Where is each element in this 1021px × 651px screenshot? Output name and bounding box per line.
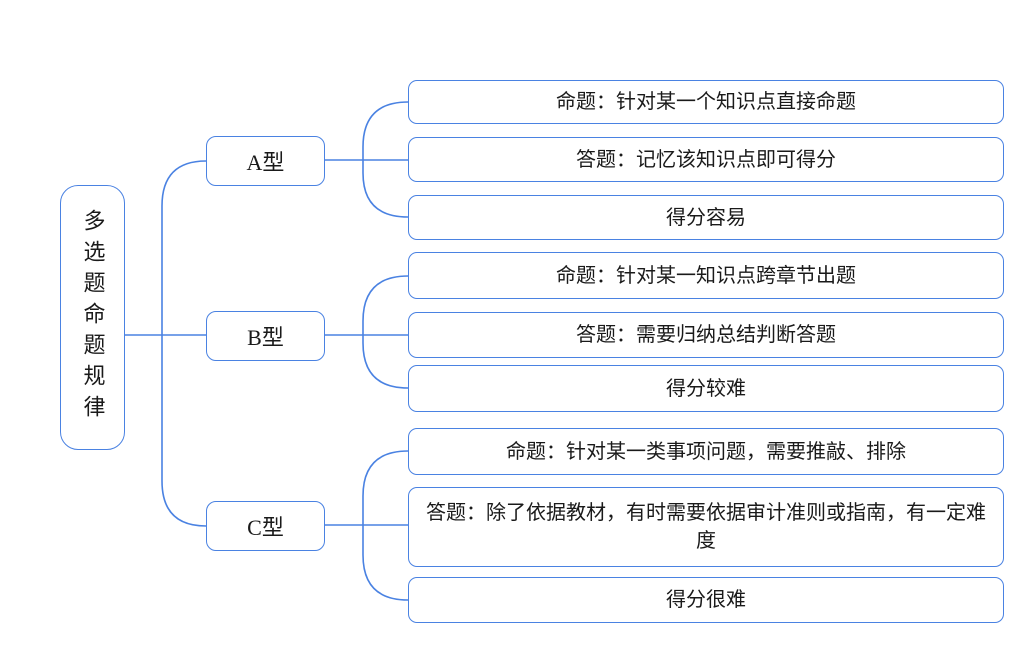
leaf-b-answering: 答题：需要归纳总结判断答题: [408, 312, 1004, 358]
leaf-b-scoring-text: 得分较难: [666, 377, 746, 400]
leaf-a-proposition-text: 命题：针对某一个知识点直接命题: [556, 91, 856, 113]
branch-c-label: C型: [247, 515, 284, 540]
connector-c-trunk: [362, 450, 409, 601]
leaf-b-proposition: 命题：针对某一知识点跨章节出题: [408, 252, 1004, 299]
leaf-a-scoring-text: 得分容易: [666, 206, 746, 229]
leaf-a-answering-text: 答题：记忆该知识点即可得分: [576, 148, 836, 171]
leaf-b-scoring: 得分较难: [408, 365, 1004, 412]
leaf-c-proposition: 命题：针对某一类事项问题，需要推敲、排除: [408, 428, 1004, 475]
connector-b-trunk: [362, 275, 409, 389]
connector-root-trunk: [161, 160, 207, 527]
branch-a-label: A型: [246, 150, 285, 175]
root-node: 多选题命题规律: [60, 185, 125, 450]
root-label: 多选题命题规律: [80, 209, 106, 426]
leaf-c-answering: 答题：除了依据教材，有时需要依据审计准则或指南，有一定难度: [408, 487, 1004, 567]
connector-a-trunk: [362, 101, 409, 218]
leaf-b-answering-text: 答题：需要归纳总结判断答题: [576, 324, 836, 346]
leaf-b-proposition-text: 命题：针对某一知识点跨章节出题: [556, 264, 856, 287]
leaf-c-scoring: 得分很难: [408, 577, 1004, 623]
leaf-a-answering: 答题：记忆该知识点即可得分: [408, 137, 1004, 182]
branch-b-label: B型: [247, 325, 284, 350]
branch-node-a: A型: [206, 136, 325, 186]
branch-node-c: C型: [206, 501, 325, 551]
leaf-c-proposition-text: 命题：针对某一类事项问题，需要推敲、排除: [506, 440, 906, 463]
leaf-a-scoring: 得分容易: [408, 195, 1004, 240]
leaf-a-proposition: 命题：针对某一个知识点直接命题: [408, 80, 1004, 124]
leaf-c-answering-text: 答题：除了依据教材，有时需要依据审计准则或指南，有一定难度: [426, 502, 986, 552]
branch-node-b: B型: [206, 311, 325, 361]
leaf-c-scoring-text: 得分很难: [666, 589, 746, 611]
